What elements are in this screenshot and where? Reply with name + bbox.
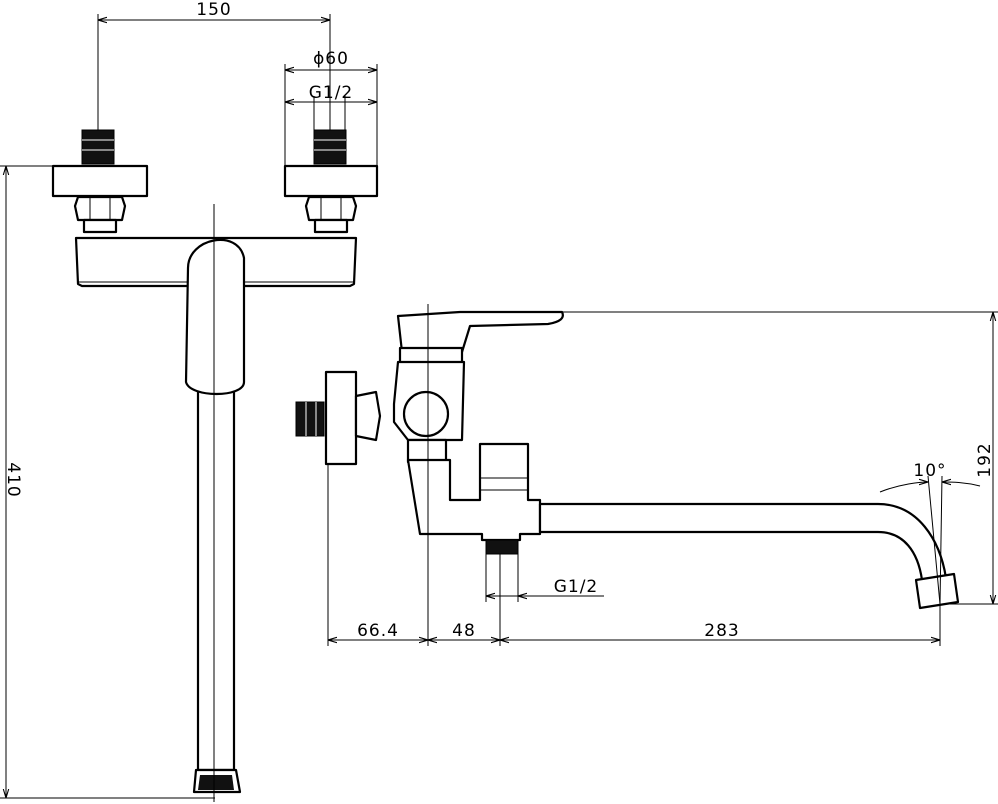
dimension-front-thread: G1/2	[285, 83, 377, 134]
dimension-side-thread: G1/2	[485, 554, 604, 602]
dimension-192-label: 192	[975, 442, 995, 477]
dimension-front-thread-label: G1/2	[309, 83, 354, 103]
side-wall-flange	[324, 370, 358, 466]
dimension-diameter-label: ϕ60	[313, 49, 349, 69]
dimension-410-label: 410	[3, 462, 23, 497]
front-view: 150 ϕ60 G1/2 410	[0, 0, 379, 802]
right-thread-icon	[313, 129, 347, 165]
dimension-410: 410	[0, 165, 215, 799]
right-flange	[283, 164, 379, 198]
dimension-48: 48	[428, 621, 500, 641]
dimension-48-label: 48	[452, 621, 476, 641]
dimension-angle-label: 10°	[913, 461, 946, 481]
side-thread-icon	[295, 401, 325, 437]
right-nut	[304, 195, 358, 222]
dimension-150-label: 150	[196, 0, 231, 20]
dimension-192: 192	[520, 311, 998, 605]
dimension-diameter-60: ϕ60	[284, 49, 378, 166]
side-diverter	[406, 442, 542, 542]
side-outlet-thread-icon	[485, 539, 519, 555]
dimension-283: 283	[500, 621, 940, 641]
dimension-283-label: 283	[704, 621, 739, 641]
front-handle	[184, 238, 246, 396]
dimension-side-thread-label: G1/2	[554, 577, 599, 597]
dimension-angle-10: 10°	[879, 461, 981, 605]
dimension-66-4: 66.4	[328, 621, 428, 641]
front-spout-pipe	[196, 378, 236, 772]
side-nut	[354, 390, 382, 442]
left-nut	[73, 195, 127, 222]
left-connector	[51, 129, 149, 234]
dimension-150: 150	[97, 0, 331, 150]
left-flange	[51, 164, 149, 198]
left-thread-icon	[81, 129, 115, 165]
side-view: 192 10° G1/2 66.4 48 283	[295, 304, 998, 646]
side-spout-tip	[914, 572, 960, 610]
side-spout	[538, 502, 948, 582]
dimension-66-4-label: 66.4	[357, 621, 399, 641]
right-connector	[283, 129, 379, 234]
side-lever	[396, 310, 564, 354]
